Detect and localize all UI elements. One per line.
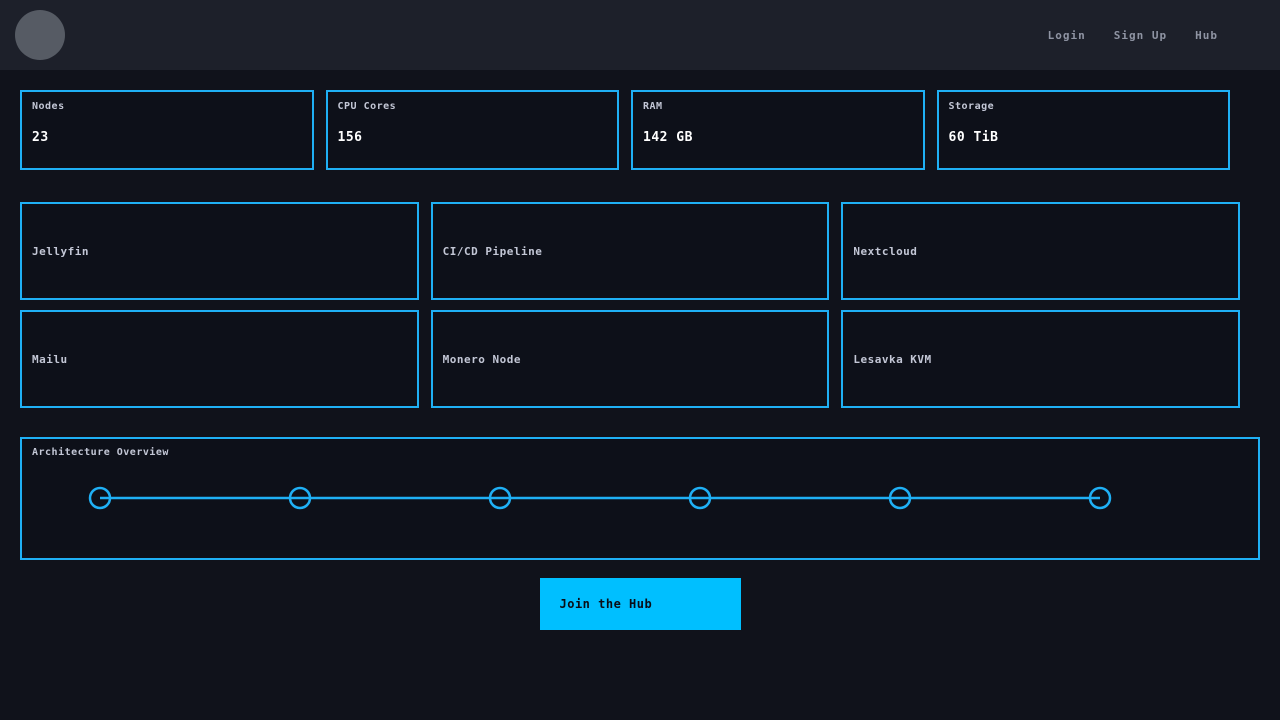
services-grid: Jellyfin CI/CD Pipeline Nextcloud Mailu …: [20, 202, 1240, 408]
architecture-panel: Architecture Overview: [20, 437, 1260, 560]
service-label: Monero Node: [443, 353, 521, 366]
stat-label: Nodes: [32, 101, 302, 112]
service-card-nextcloud[interactable]: Nextcloud: [841, 202, 1240, 300]
nav-links: Login Sign Up Hub: [1048, 29, 1218, 42]
stat-card-cpu-cores: CPU Cores 156: [326, 90, 620, 170]
service-card-jellyfin[interactable]: Jellyfin: [20, 202, 419, 300]
avatar[interactable]: [15, 10, 65, 60]
nav-link-hub[interactable]: Hub: [1195, 29, 1218, 42]
main-content: Nodes 23 CPU Cores 156 RAM 142 GB Storag…: [0, 90, 1280, 630]
stat-label: CPU Cores: [338, 101, 608, 112]
stats-grid: Nodes 23 CPU Cores 156 RAM 142 GB Storag…: [20, 90, 1230, 170]
nav-link-login[interactable]: Login: [1048, 29, 1086, 42]
stat-card-storage: Storage 60 TiB: [937, 90, 1231, 170]
architecture-title: Architecture Overview: [32, 447, 1248, 458]
service-card-cicd-pipeline[interactable]: CI/CD Pipeline: [431, 202, 830, 300]
stat-value: 60 TiB: [949, 130, 1219, 145]
service-card-monero-node[interactable]: Monero Node: [431, 310, 830, 408]
service-card-mailu[interactable]: Mailu: [20, 310, 419, 408]
stat-value: 23: [32, 130, 302, 145]
service-card-lesavka-kvm[interactable]: Lesavka KVM: [841, 310, 1240, 408]
stat-value: 142 GB: [643, 130, 913, 145]
nav-link-signup[interactable]: Sign Up: [1114, 29, 1167, 42]
architecture-diagram: [32, 464, 1248, 534]
navbar: Login Sign Up Hub: [0, 0, 1280, 70]
service-label: Lesavka KVM: [853, 353, 931, 366]
service-label: Jellyfin: [32, 245, 89, 258]
stat-label: RAM: [643, 101, 913, 112]
stat-label: Storage: [949, 101, 1219, 112]
join-hub-button[interactable]: Join the Hub: [540, 578, 741, 630]
stat-card-nodes: Nodes 23: [20, 90, 314, 170]
service-label: Mailu: [32, 353, 68, 366]
service-label: CI/CD Pipeline: [443, 245, 543, 258]
service-label: Nextcloud: [853, 245, 917, 258]
stat-card-ram: RAM 142 GB: [631, 90, 925, 170]
stat-value: 156: [338, 130, 608, 145]
